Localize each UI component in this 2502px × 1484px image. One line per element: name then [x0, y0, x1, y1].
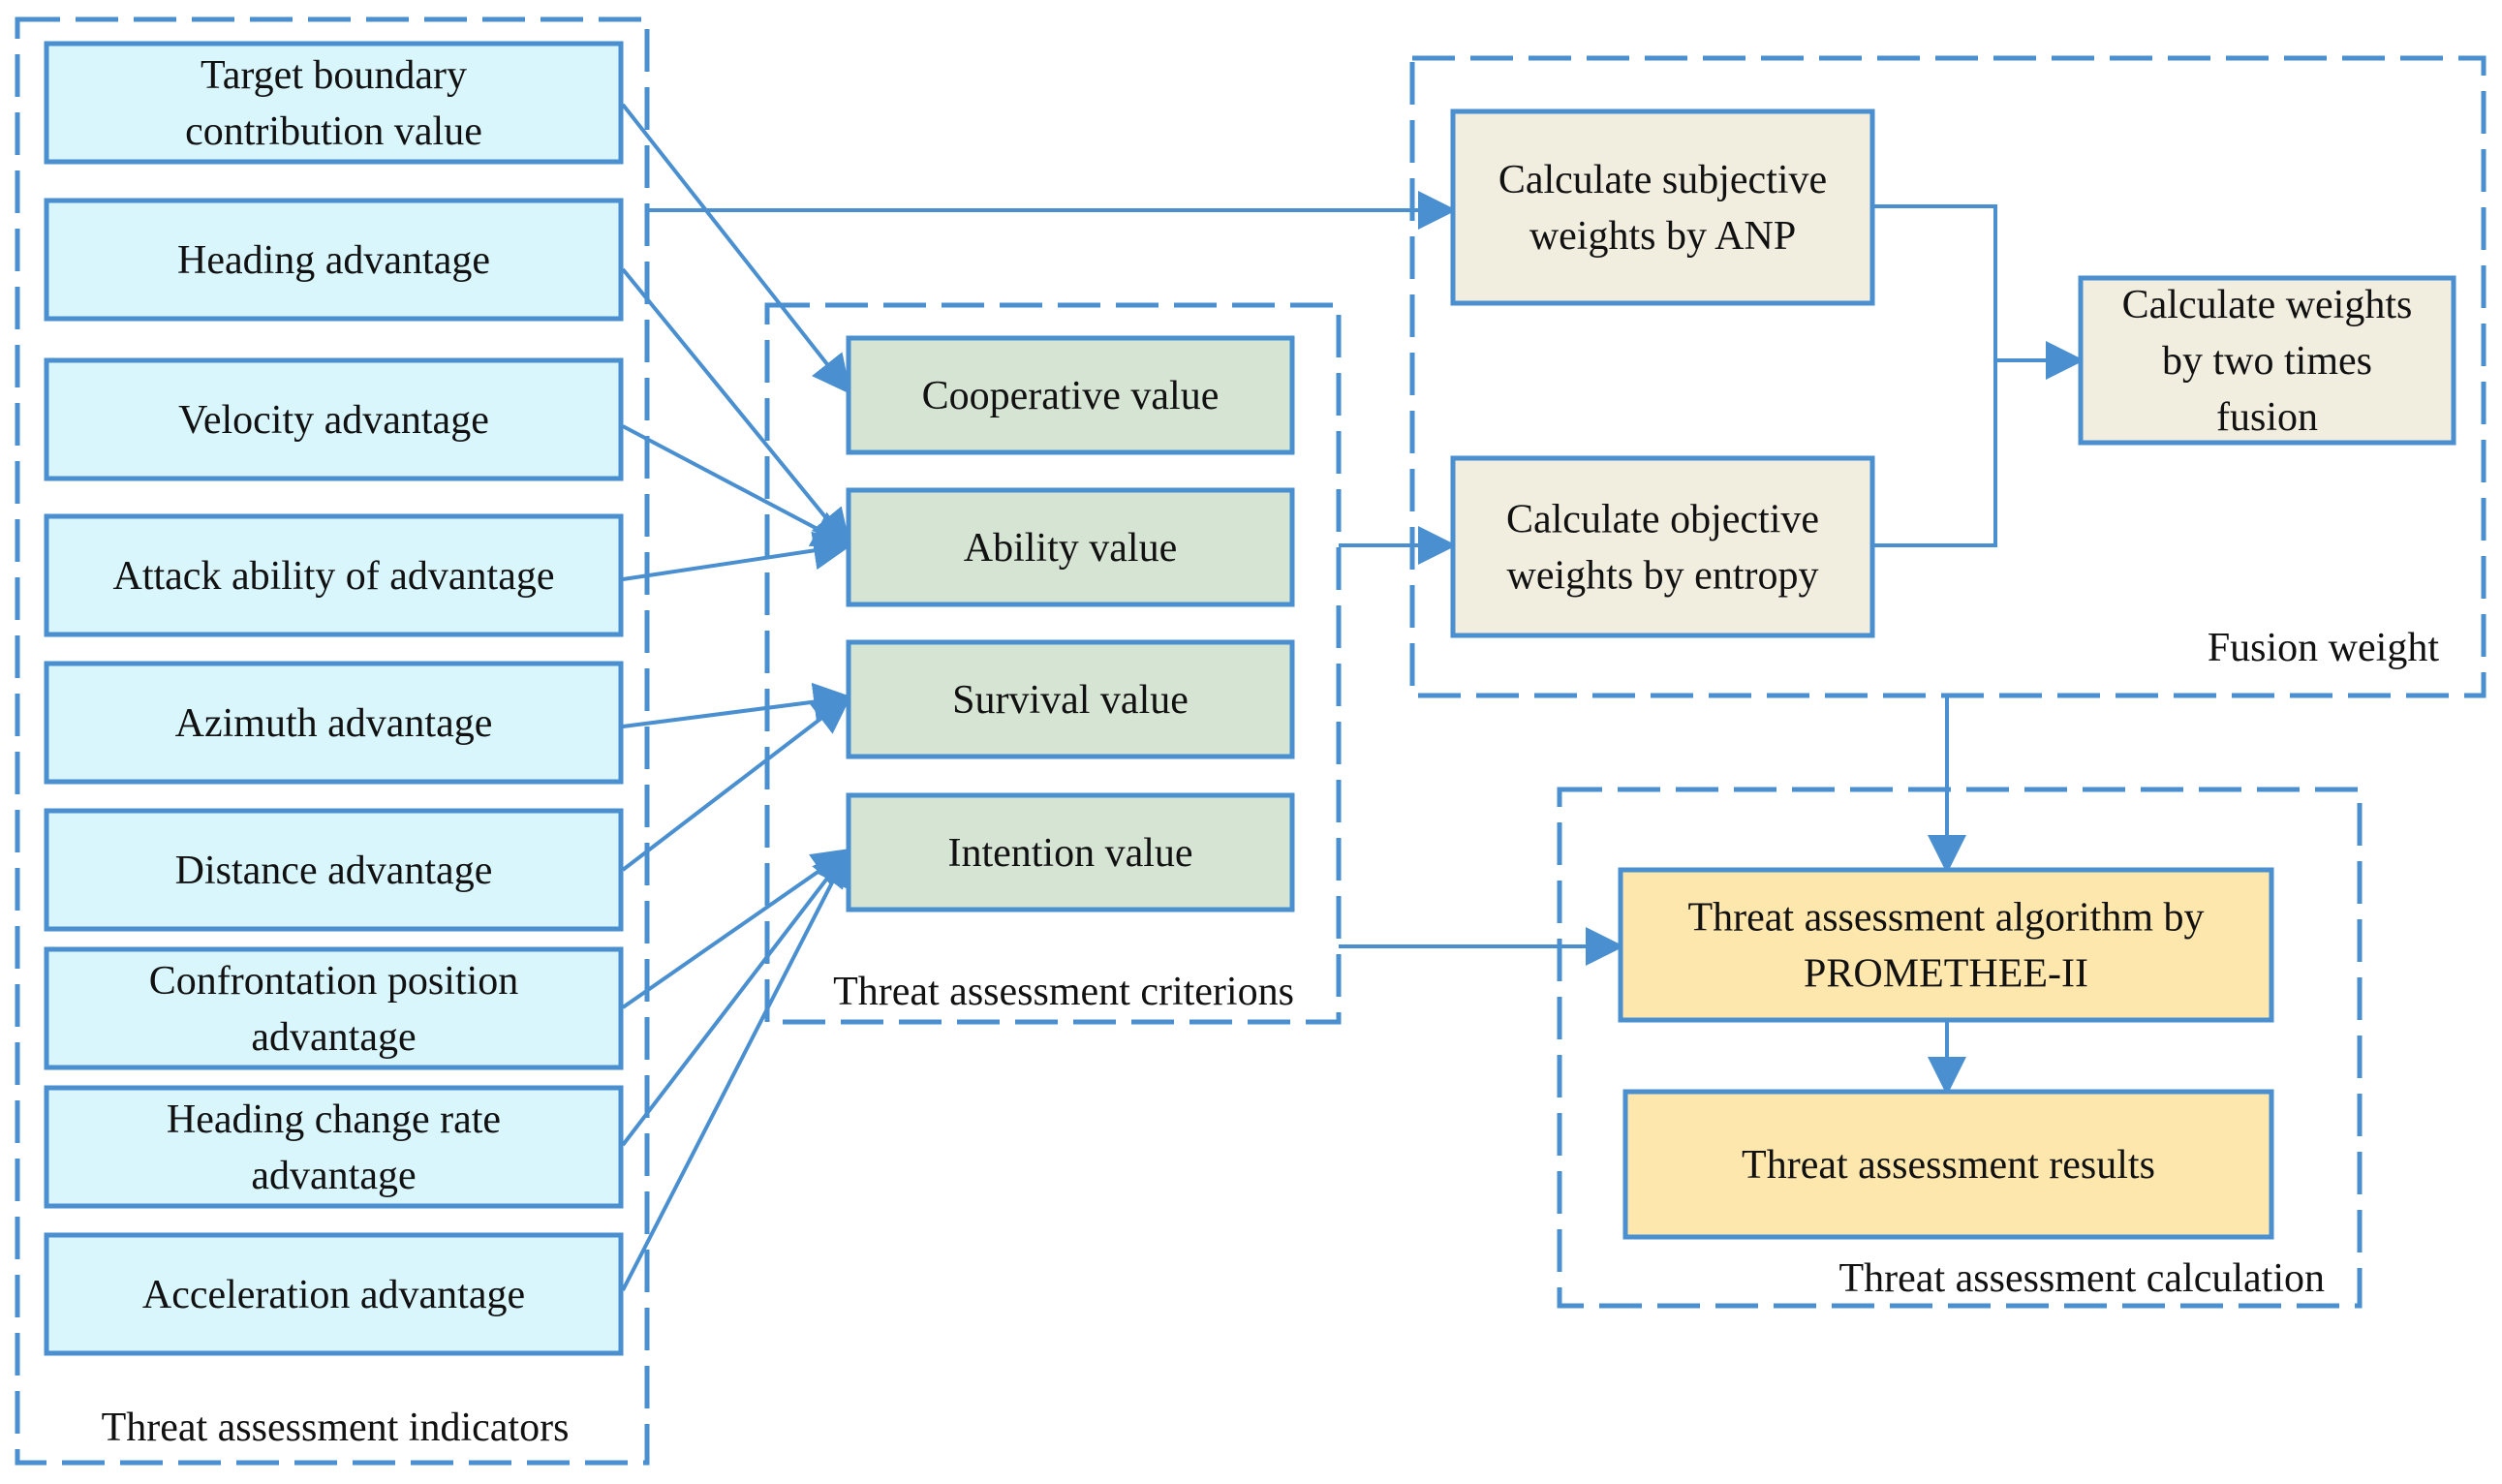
fus-subjective-box — [1450, 108, 1875, 306]
fus-objective-node: Calculate objective weights by entropy — [1450, 455, 1875, 638]
crit-survival-node: Survival value — [846, 639, 1295, 759]
ind-confrontation-label-line: advantage — [251, 1015, 416, 1060]
edge-attack-to-ability — [622, 531, 852, 581]
fus-two-times-label-line: by two times — [2162, 339, 2372, 384]
ind-heading-node: Heading advantage — [44, 198, 624, 322]
ind-velocity-node: Velocity advantage — [44, 357, 624, 481]
ind-attack-box — [44, 513, 624, 637]
ind-confrontation-box — [44, 946, 624, 1070]
edge-acceleration-to-intention — [621, 847, 850, 1291]
crit-ability-label-line: Ability value — [964, 526, 1177, 571]
ind-attack-label-line: Attack ability of advantage — [113, 554, 555, 599]
ind-target-boundary-label-line: contribution value — [185, 109, 482, 154]
ind-heading-label-line: Heading advantage — [177, 238, 490, 283]
edge-confrontation-to-intention — [621, 848, 852, 1009]
crit-cooperative-box — [846, 335, 1295, 455]
edge-distance-to-survival — [621, 695, 852, 872]
crit-cooperative-node: Cooperative value — [846, 335, 1295, 455]
fus-two-times-label-line: Calculate weights — [2122, 283, 2413, 327]
ind-acceleration-node: Acceleration advantage — [44, 1232, 624, 1356]
edge-velocity-to-ability — [622, 424, 852, 547]
ind-distance-box — [44, 808, 624, 932]
fus-two-times-label-line: fusion — [2216, 395, 2318, 440]
ind-target-boundary-box — [44, 41, 624, 165]
ind-azimuth-node: Azimuth advantage — [44, 661, 624, 785]
ind-distance-node: Distance advantage — [44, 808, 624, 932]
criterions-group — [764, 302, 1342, 1025]
ind-velocity-label-line: Velocity advantage — [178, 398, 489, 443]
ind-heading-box — [44, 198, 624, 322]
calc-promethee-box — [1618, 867, 2274, 1023]
crit-intention-node: Intention value — [846, 792, 1295, 912]
ind-target-boundary-label-line: Target boundary — [201, 53, 467, 98]
ind-attack-node: Attack ability of advantage — [44, 513, 624, 637]
fus-subjective-label-line: weights by ANP — [1529, 214, 1796, 259]
fus-subjective-node: Calculate subjective weights by ANP — [1450, 108, 1875, 306]
calc-promethee-label-line: Threat assessment algorithm by — [1687, 896, 2204, 941]
fus-objective-label-line: weights by entropy — [1507, 554, 1819, 599]
ind-velocity-box — [44, 357, 624, 481]
crit-survival-box — [846, 639, 1295, 759]
indicators-group-label: Threat assessment indicators — [102, 1406, 570, 1450]
calculation-group-label: Threat assessment calculation — [1839, 1256, 2325, 1301]
fus-objective-box — [1450, 455, 1875, 638]
criterions-group-label: Threat assessment criterions — [833, 970, 1294, 1014]
ind-acceleration-box — [44, 1232, 624, 1356]
edge-heading-change-to-intention — [621, 847, 851, 1147]
ind-azimuth-label-line: Azimuth advantage — [175, 701, 493, 746]
fus-objective-label-line: Calculate objective — [1506, 498, 1819, 542]
crit-cooperative-label-line: Cooperative value — [922, 374, 1220, 418]
fusion-weight-group-label: Fusion weight — [2208, 626, 2440, 670]
ind-target-boundary-node: Target boundary contribution value — [44, 41, 624, 165]
fus-two-times-box — [2078, 275, 2456, 446]
calc-results-node: Threat assessment results — [1622, 1089, 2274, 1240]
crit-ability-box — [846, 487, 1295, 607]
crit-intention-box — [846, 792, 1295, 912]
fus-subjective-label-line: Calculate subjective — [1498, 158, 1827, 202]
ind-confrontation-node: Confrontation position advantage — [44, 946, 624, 1070]
ind-azimuth-box — [44, 661, 624, 785]
nodes: Target boundary contribution valueHeading… — [44, 41, 2456, 1356]
ind-heading-change-node: Heading change rate advantage — [44, 1085, 624, 1209]
crit-ability-node: Ability value — [846, 487, 1295, 607]
crit-intention-label-line: Intention value — [947, 831, 1192, 876]
ind-distance-label-line: Distance advantage — [175, 849, 493, 893]
calc-promethee-label-line: PROMETHEE-II — [1804, 952, 2088, 997]
crit-survival-label-line: Survival value — [952, 678, 1189, 723]
connectors — [621, 103, 2085, 1291]
calculation-group — [1557, 787, 2363, 1309]
edge-weights-merge — [1872, 204, 1997, 547]
ind-confrontation-label-line: Confrontation position — [149, 959, 519, 1004]
indicators-group — [15, 16, 650, 1466]
ind-heading-change-box — [44, 1085, 624, 1209]
ind-acceleration-label-line: Acceleration advantage — [142, 1273, 525, 1317]
calc-promethee-node: Threat assessment algorithm by PROMETHEE-… — [1618, 867, 2274, 1023]
ind-heading-change-label-line: Heading change rate — [167, 1098, 501, 1142]
edge-heading-to-ability — [621, 267, 851, 549]
edge-target-boundary-to-cooperative — [621, 103, 851, 395]
calc-results-label-line: Threat assessment results — [1742, 1143, 2155, 1188]
calc-results-box — [1622, 1089, 2274, 1240]
fus-two-times-node: Calculate weights by two times fusion — [2078, 275, 2456, 446]
ind-heading-change-label-line: advantage — [251, 1154, 416, 1198]
